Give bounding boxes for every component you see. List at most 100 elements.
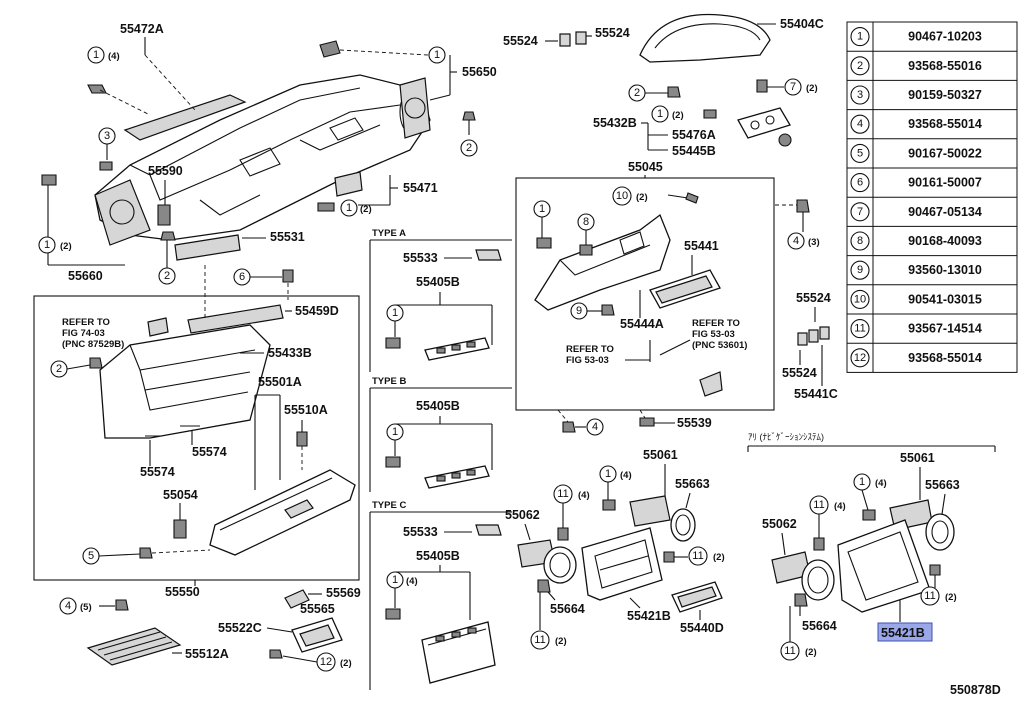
screw-callout-12[interactable]: 12 (2) <box>269 649 352 672</box>
clip-callout-1-a[interactable]: 1 (4) <box>87 46 151 116</box>
table-row-number-circle <box>850 173 870 193</box>
svg-text:1: 1 <box>392 307 398 319</box>
part-55441[interactable]: 55441 <box>649 239 721 309</box>
part-55421B-highlighted[interactable]: 55421B <box>877 622 933 642</box>
svg-text:55062: 55062 <box>505 508 540 522</box>
table-row-part-number[interactable]: 90541-03015 <box>908 292 982 306</box>
part-55510A[interactable]: 55510A <box>284 403 328 470</box>
screw-callout-8[interactable]: 8 <box>577 213 595 256</box>
svg-text:55550: 55550 <box>165 585 200 599</box>
screw-callout-2-b[interactable]: 2 <box>158 231 176 285</box>
svg-text:55459D: 55459D <box>295 304 339 318</box>
clip-callout-1-b[interactable]: 1 (2) <box>651 105 717 123</box>
part-55432B[interactable]: 55432B <box>593 107 791 150</box>
clip-callout-11-d[interactable]: 11 (2) <box>920 564 957 606</box>
clip-callout-1-c[interactable]: 1 <box>533 200 552 249</box>
table-row-part-number[interactable]: 90161-50007 <box>908 176 982 190</box>
clip-callout-10[interactable]: 10 (2) <box>612 186 699 206</box>
svg-text:(5): (5) <box>80 602 92 613</box>
part-55539[interactable]: 55539 <box>639 409 712 430</box>
screw-callout-5[interactable]: 5 <box>82 547 211 565</box>
part-55574[interactable]: 55574 55574 <box>140 425 227 479</box>
table-row-number: 8 <box>857 235 863 247</box>
screw-callout-2-d[interactable]: 2 <box>628 84 681 102</box>
table-row-number: 2 <box>857 60 863 72</box>
svg-text:1: 1 <box>392 574 398 586</box>
svg-text:5: 5 <box>88 550 94 562</box>
part-55664-a[interactable]: 55664 11 (2) <box>530 579 585 650</box>
part-55522C[interactable]: 55522C <box>218 617 343 653</box>
table-row-number: 4 <box>857 118 863 130</box>
table-row-part-number[interactable]: 90467-10203 <box>908 30 982 44</box>
table-row-part-number[interactable]: 90467-05134 <box>908 205 982 219</box>
screw-callout-4-c[interactable]: 4 <box>557 409 604 436</box>
svg-text:55533: 55533 <box>403 251 438 265</box>
clip-callout-4-a[interactable]: 4 (5) <box>59 597 129 615</box>
part-55476A[interactable]: 55476A <box>648 128 716 142</box>
svg-text:9: 9 <box>576 305 582 317</box>
screw-callout-9[interactable]: 9 <box>570 302 615 320</box>
part-55061-a[interactable]: 55061 <box>629 448 678 527</box>
part-55404C[interactable]: 55404C <box>639 13 824 63</box>
svg-text:(2): (2) <box>672 110 684 121</box>
table-row-part-number[interactable]: 90168-40093 <box>908 234 982 248</box>
part-55471[interactable]: 55471 1 (2) <box>317 171 438 217</box>
part-55664-b[interactable]: 55664 11 (2) <box>780 593 837 661</box>
clip-callout-11-a[interactable]: 11 (4) <box>553 484 590 541</box>
part-55421B-bezel[interactable]: 55421B <box>581 527 671 623</box>
svg-text:(2): (2) <box>945 592 957 603</box>
table-row-part-number[interactable]: 90159-50327 <box>908 88 982 102</box>
clip-callout-11-b[interactable]: 11 (2) <box>663 546 725 566</box>
part-55441C[interactable]: 55524 55524 55441C <box>782 291 838 401</box>
clip-callout-1-e[interactable]: 1 (4) <box>853 473 887 521</box>
clip-callout-6[interactable]: 6 <box>233 268 294 300</box>
screw-callout-2-a[interactable]: 2 <box>460 111 478 157</box>
part-55569[interactable]: 55569 <box>284 586 361 609</box>
table-row-number: 11 <box>854 323 865 335</box>
svg-text:(4): (4) <box>578 490 590 501</box>
part-55524-top[interactable]: 55524 55524 <box>503 26 630 48</box>
part-55045[interactable]: 55045 <box>628 160 663 178</box>
table-row-number-circle <box>850 231 870 251</box>
table-row-part-number[interactable]: 93568-55016 <box>908 59 982 73</box>
part-55062-b[interactable]: 55062 <box>762 517 835 601</box>
part-55440D[interactable]: 55440D <box>671 581 724 635</box>
part-55531[interactable]: 55531 <box>174 230 305 261</box>
svg-text:55664: 55664 <box>550 602 585 616</box>
table-row-part-number[interactable]: 90167-50022 <box>908 146 982 160</box>
svg-text:55471: 55471 <box>403 181 438 195</box>
part-55054[interactable]: 55054 <box>163 488 198 539</box>
svg-text:55405B: 55405B <box>416 275 460 289</box>
screw-callout-2-c[interactable]: 2 <box>50 357 103 378</box>
part-55501A[interactable]: 55501A <box>254 375 302 490</box>
part-55472A[interactable]: 55472A <box>120 22 247 141</box>
table-row-part-number[interactable]: 93568-55014 <box>908 351 982 365</box>
type-a-section: TYPE A 55533 55405B 1 <box>369 228 512 372</box>
part-55512A[interactable]: 55512A <box>86 627 229 666</box>
part-55433B[interactable]: 55433B <box>99 324 312 439</box>
part-55650[interactable]: 55650 1 <box>319 40 497 139</box>
clip-callout-7[interactable]: 7 (2) <box>756 78 818 96</box>
table-row-part-number[interactable]: 93560-13010 <box>908 263 982 277</box>
part-55550[interactable]: 55550 <box>165 469 356 599</box>
clip-callout-11-c[interactable]: 11 (4) <box>809 495 846 551</box>
part-55062-a[interactable]: 55062 <box>505 508 577 584</box>
part-55590[interactable]: 55590 <box>148 164 183 226</box>
svg-text:1: 1 <box>657 108 663 120</box>
part-55663-b[interactable]: 55663 <box>925 478 960 551</box>
screw-callout-4-b[interactable]: 4 (3) <box>775 199 820 250</box>
part-55565[interactable]: 55565 <box>300 602 335 616</box>
part-55660[interactable]: 3 1 (2) 55660 <box>38 127 151 283</box>
part-55459D[interactable]: 55459D <box>187 265 339 334</box>
svg-text:55441C: 55441C <box>794 387 838 401</box>
svg-text:(3): (3) <box>808 237 820 248</box>
part-55444A[interactable]: 55444A <box>620 290 664 331</box>
table-row-part-number[interactable]: 93567-14514 <box>908 322 982 336</box>
clip-callout-1-d[interactable]: 1 (4) <box>599 465 632 511</box>
nav-bezel-55421B[interactable] <box>837 519 931 622</box>
part-55445B[interactable]: 55445B <box>648 133 792 158</box>
svg-text:55062: 55062 <box>762 517 797 531</box>
part-55663-a[interactable]: 55663 <box>670 477 710 542</box>
table-row-part-number[interactable]: 93568-55014 <box>908 117 982 131</box>
